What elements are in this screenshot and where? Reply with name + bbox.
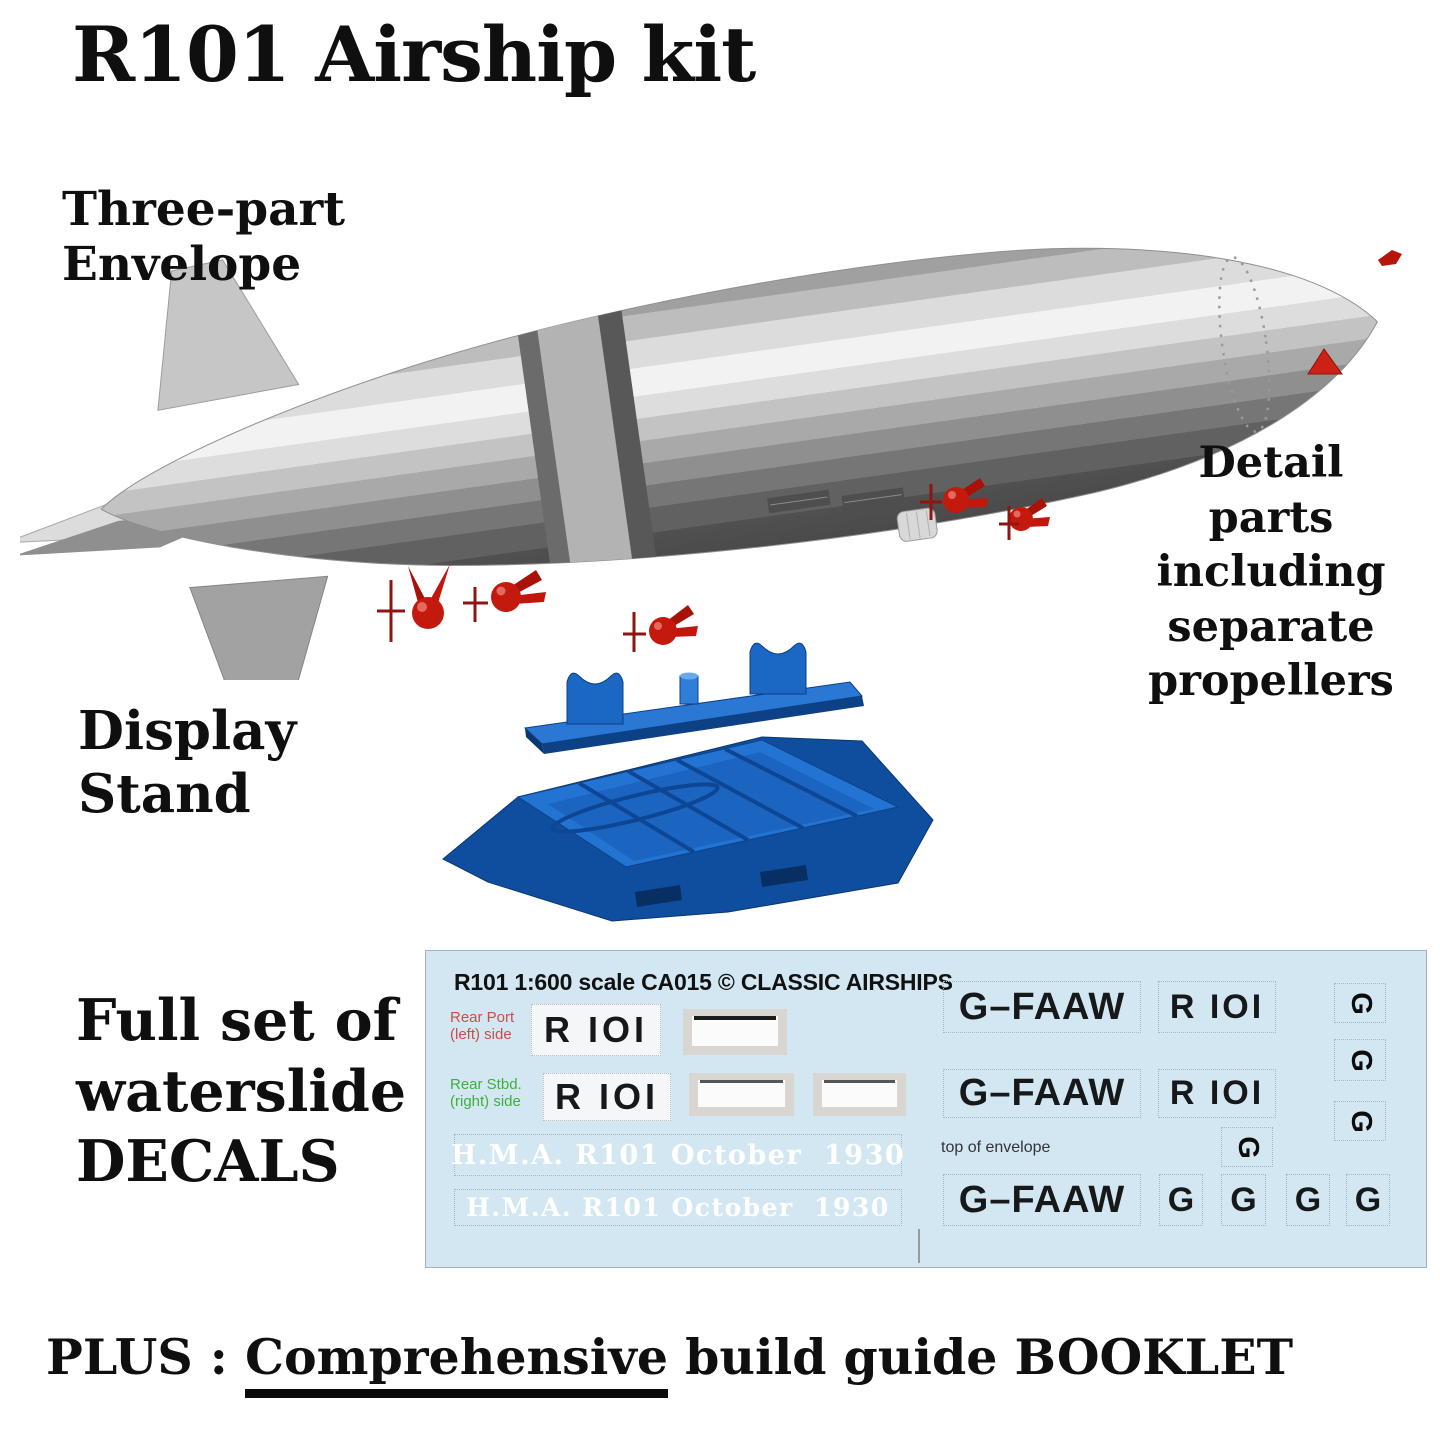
decal-letter-g-rotated: G: [1334, 1039, 1386, 1081]
label-display-stand: Display Stand: [78, 700, 297, 825]
engine-pod-part: [623, 605, 698, 652]
tail-fin-upper: [157, 259, 300, 411]
decal-r101-stbd: R IOI: [543, 1073, 671, 1121]
label-waterslide-decals: Full set of waterslide DECALS: [76, 987, 407, 1196]
display-stand-render: [442, 642, 934, 922]
section-rings: [513, 287, 905, 599]
decal-window-strip: [683, 1009, 787, 1055]
stand-top-plate: [523, 642, 864, 754]
decal-letter-g: G: [1286, 1174, 1330, 1226]
decal-window-strip: [813, 1073, 906, 1116]
rear-stbd-label: Rear Stbd. (right) side: [450, 1076, 522, 1111]
decal-sheet: R101 1:600 scale CA015 © CLASSIC AIRSHIP…: [425, 950, 1427, 1268]
engine-pod-part: [377, 564, 450, 642]
label-three-part-envelope: Three-part Envelope: [62, 182, 346, 292]
decal-letter-g: G: [1346, 1174, 1390, 1226]
nose-fitting-part: [1378, 250, 1402, 266]
hull: [100, 247, 1379, 567]
decal-sheet-title: R101 1:600 scale CA015 © CLASSIC AIRSHIP…: [454, 969, 953, 995]
footer-note: PLUS : Comprehensive build guide BOOKLET: [46, 1328, 1294, 1398]
decal-gfaaw: G–FAAW: [943, 1069, 1141, 1118]
decal-hma-name: H.M.A. R101 October 1930: [454, 1189, 902, 1226]
footer-prefix: PLUS :: [46, 1328, 245, 1386]
engine-pod-part: [463, 570, 546, 622]
engine-pod-part: [920, 478, 988, 520]
decal-r101: R IOI: [1158, 1069, 1276, 1118]
airship-envelope: [20, 247, 1379, 680]
decal-hma-name: H.M.A. R101 October 1930: [451, 1134, 904, 1176]
red-triangle-part: [1307, 348, 1343, 375]
decal-r101: R IOI: [1158, 981, 1276, 1033]
red-detail-parts: [377, 250, 1402, 652]
decal-letter-g-rotated: G: [1334, 983, 1386, 1023]
tail-fin-lower: [189, 575, 329, 680]
stand-base: [442, 736, 934, 922]
decal-window-strip: [689, 1073, 794, 1116]
sheet-cut-mark: [918, 1229, 920, 1263]
decal-letter-g: G: [1221, 1174, 1266, 1226]
decal-gfaaw: G–FAAW: [943, 1174, 1141, 1226]
stand-cradle: [566, 672, 624, 725]
decal-letter-g: G: [1159, 1174, 1203, 1226]
footer-underlined-word: Comprehensive: [244, 1328, 669, 1398]
stand-peg: [679, 675, 699, 705]
top-of-envelope-label: top of envelope: [941, 1139, 1051, 1156]
decal-letter-g-rotated: G: [1221, 1127, 1273, 1167]
label-detail-parts: Detail parts including separate propelle…: [1148, 438, 1394, 707]
decal-letter-g-rotated: G: [1334, 1101, 1386, 1141]
decal-r101-port: R IOI: [531, 1004, 661, 1056]
page-title: R101 Airship kit: [72, 10, 756, 99]
stand-cradle: [749, 642, 807, 695]
control-gondola: [896, 507, 938, 542]
rear-port-label: Rear Port (left) side: [450, 1009, 515, 1044]
airship-render: [20, 247, 1402, 680]
engine-pod-part: [999, 498, 1050, 540]
decal-gfaaw: G–FAAW: [943, 981, 1141, 1033]
footer-suffix: build guide BOOKLET: [668, 1328, 1294, 1386]
